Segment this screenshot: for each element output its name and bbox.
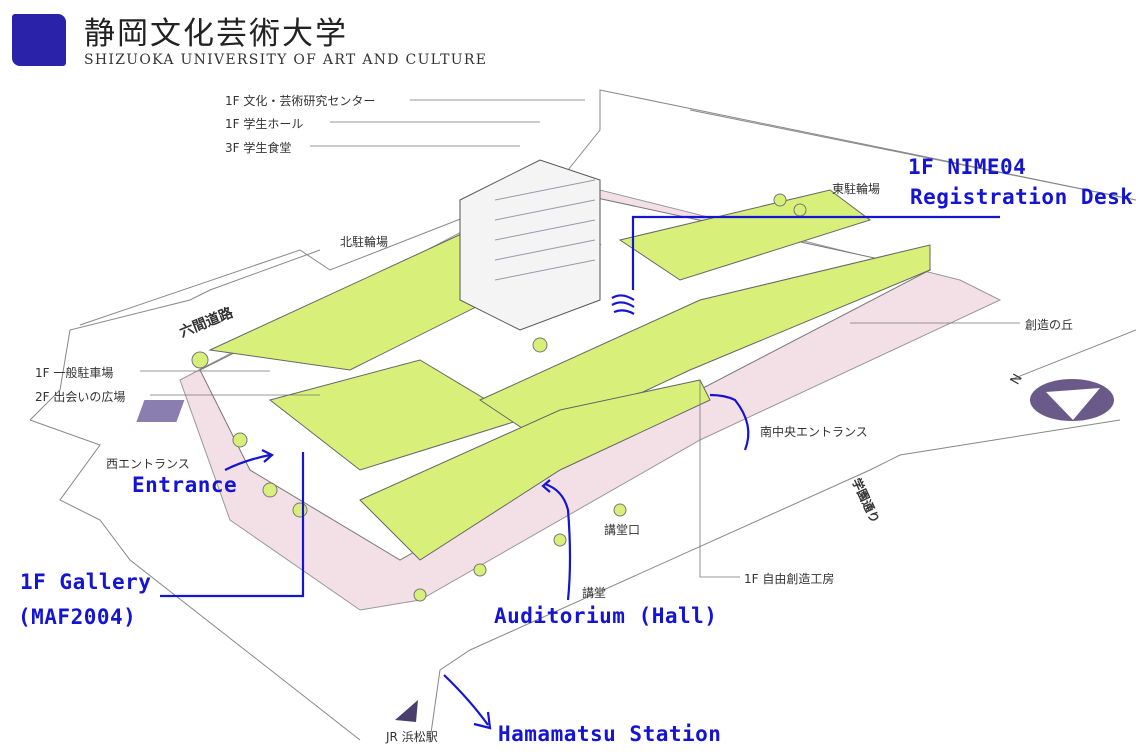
label-cafeteria: 3F 学生食堂 [225, 141, 292, 155]
trees [191, 193, 807, 602]
label-east-bicycle: 東駐輪場 [832, 182, 881, 196]
label-plaza: 2F 出会いの広場 [35, 390, 126, 404]
label-jr-station: JR 浜松駅 [386, 730, 438, 744]
annotation-auditorium-hall: Auditorium (Hall) [494, 604, 718, 628]
skylight [136, 400, 185, 422]
annotation-gallery-line1: 1F Gallery [20, 570, 152, 594]
tower-building [459, 159, 601, 331]
annotation-hamamatsu-station: Hamamatsu Station [498, 722, 722, 746]
label-free-workshop: 1F 自由創造工房 [744, 572, 835, 586]
compass-icon [1030, 379, 1114, 421]
annotation-registration-line2: Registration Desk [910, 185, 1134, 209]
tower-windows [494, 179, 596, 281]
university-name-jp: 静岡文化芸術大学 [84, 16, 348, 52]
label-south-entrance: 南中央エントランス [760, 425, 868, 439]
university-name-en: SHIZUOKA UNIVERSITY OF ART AND CULTURE [84, 52, 488, 68]
label-west-entrance: 西エントランス [106, 457, 190, 471]
label-auditorium-entrance: 講堂口 [604, 523, 641, 537]
road-outlines [29, 89, 1136, 741]
label-research-center: 1F 文化・芸術研究センター [225, 94, 376, 108]
annotation-pointers [160, 215, 1000, 730]
annotation-gallery-line2: (MAF2004) [18, 605, 137, 629]
annotation-registration-line1: 1F NIME04 [908, 155, 1027, 179]
label-student-hall: 1F 学生ホール [225, 117, 304, 131]
label-north-bicycle: 北駐輪場 [340, 235, 389, 249]
leader-lines [140, 99, 1020, 578]
south-roof [359, 379, 711, 561]
east-roof [618, 189, 872, 281]
label-auditorium: 講堂 [582, 586, 607, 600]
label-parking: 1F 一般駐車場 [35, 366, 114, 380]
label-creation-hill: 創造の丘 [1025, 318, 1074, 332]
university-logo [12, 14, 66, 66]
annotation-entrance: Entrance [132, 473, 238, 497]
station-arrow-icon [395, 700, 418, 722]
